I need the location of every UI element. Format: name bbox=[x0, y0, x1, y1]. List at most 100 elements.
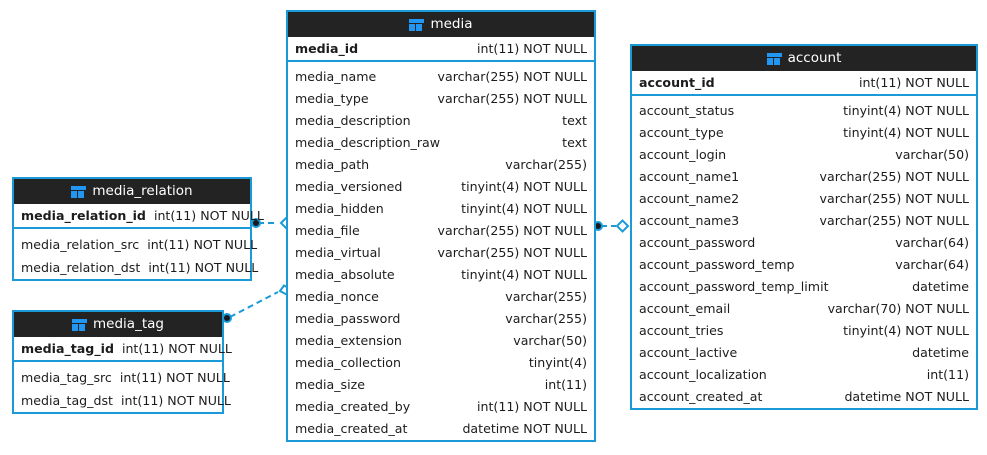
entity-header-media: media bbox=[288, 12, 594, 37]
primary-key-row: account_id int(11) NOT NULL bbox=[632, 71, 976, 94]
column-name: media_description_raw bbox=[295, 135, 441, 150]
column-type: tinyint(4) NOT NULL bbox=[843, 125, 969, 140]
pk-separator bbox=[632, 94, 976, 96]
column-name: media_created_by bbox=[295, 399, 411, 414]
column-name: account_created_at bbox=[639, 389, 763, 404]
column-type: varchar(255) NOT NULL bbox=[819, 191, 969, 206]
column-name: media_relation_id bbox=[21, 208, 146, 223]
column-name: account_login bbox=[639, 147, 727, 162]
column-name: media_extension bbox=[295, 333, 402, 348]
entity-header-account: account bbox=[632, 46, 976, 71]
column-type: varchar(64) bbox=[895, 235, 969, 250]
link-media_tag-media[interactable] bbox=[222, 284, 292, 323]
primary-key-row: media_tag_id int(11) NOT NULL bbox=[14, 337, 232, 360]
entity-header-media_tag: media_tag bbox=[14, 312, 222, 337]
column-type: int(11) NOT NULL bbox=[477, 399, 587, 414]
entity-title: media_relation bbox=[92, 183, 193, 199]
column-type: varchar(255) NOT NULL bbox=[437, 69, 587, 84]
column-type: int(11) NOT NULL bbox=[859, 75, 969, 90]
link-media-account[interactable] bbox=[593, 219, 630, 233]
column-type: varchar(255) bbox=[505, 311, 587, 326]
column-name: media_file bbox=[295, 223, 360, 238]
table-row: media_created_at datetime NOT NULL bbox=[288, 418, 594, 440]
column-type: varchar(70) NOT NULL bbox=[827, 301, 969, 316]
column-name: media_created_at bbox=[295, 421, 408, 436]
column-type: varchar(255) NOT NULL bbox=[819, 169, 969, 184]
pk-separator bbox=[14, 227, 250, 229]
table-row: media_path varchar(255) bbox=[288, 154, 594, 176]
table-row: account_type tinyint(4) NOT NULL bbox=[632, 122, 976, 144]
column-type: varchar(255) bbox=[505, 289, 587, 304]
table-row: media_file varchar(255) NOT NULL bbox=[288, 220, 594, 242]
column-type: tinyint(4) NOT NULL bbox=[843, 323, 969, 338]
column-name: media_tag_dst bbox=[21, 393, 113, 408]
column-name: account_email bbox=[639, 301, 731, 316]
entity-account[interactable]: account account_id int(11) NOT NULL acco… bbox=[630, 44, 978, 410]
table-row: media_relation_dst int(11) NOT NULL bbox=[14, 256, 258, 279]
column-name: media_tag_src bbox=[21, 370, 112, 385]
column-name: account_localization bbox=[639, 367, 767, 382]
open-diamond-marker bbox=[615, 219, 630, 233]
column-name: account_status bbox=[639, 103, 735, 118]
column-type: int(11) NOT NULL bbox=[153, 208, 264, 223]
table-row: media_description_raw text bbox=[288, 132, 594, 154]
primary-key-row: media_relation_id int(11) NOT NULL bbox=[14, 204, 264, 227]
column-name: account_lactive bbox=[639, 345, 738, 360]
table-row: account_status tinyint(4) NOT NULL bbox=[632, 100, 976, 122]
column-type: varchar(255) NOT NULL bbox=[437, 91, 587, 106]
column-list: account_status tinyint(4) NOT NULL accoun… bbox=[632, 100, 976, 408]
table-icon bbox=[409, 18, 425, 31]
column-name: account_id bbox=[639, 75, 715, 90]
column-name: account_password bbox=[639, 235, 756, 250]
column-type: int(11) NOT NULL bbox=[148, 260, 259, 275]
entity-media_tag[interactable]: media_tag media_tag_id int(11) NOT NULL … bbox=[12, 310, 232, 414]
column-type: int(11) bbox=[926, 367, 969, 382]
column-type: text bbox=[562, 135, 587, 150]
column-type: tinyint(4) NOT NULL bbox=[461, 267, 587, 282]
filled-circle-marker bbox=[222, 313, 232, 323]
table-row: media_password varchar(255) bbox=[288, 308, 594, 330]
pk-separator bbox=[288, 60, 594, 62]
column-type: varchar(255) NOT NULL bbox=[437, 223, 587, 238]
column-name: media_password bbox=[295, 311, 401, 326]
entity-media[interactable]: media media_id int(11) NOT NULL media_na… bbox=[286, 10, 596, 442]
entity-title: media_tag bbox=[93, 316, 164, 332]
link-line bbox=[229, 291, 279, 318]
column-name: media_hidden bbox=[295, 201, 384, 216]
primary-key-row: media_id int(11) NOT NULL bbox=[288, 37, 594, 60]
column-name: account_type bbox=[639, 125, 724, 140]
column-type: int(11) NOT NULL bbox=[121, 341, 232, 356]
column-type: tinyint(4) NOT NULL bbox=[461, 201, 587, 216]
column-type: tinyint(4) NOT NULL bbox=[843, 103, 969, 118]
column-name: media_path bbox=[295, 157, 370, 172]
column-name: media_description bbox=[295, 113, 411, 128]
column-name: media_size bbox=[295, 377, 365, 392]
column-name: account_name2 bbox=[639, 191, 740, 206]
column-name: media_virtual bbox=[295, 245, 381, 260]
column-type: datetime NOT NULL bbox=[462, 421, 587, 436]
table-row: media_absolute tinyint(4) NOT NULL bbox=[288, 264, 594, 286]
column-type: varchar(255) bbox=[505, 157, 587, 172]
table-row: account_email varchar(70) NOT NULL bbox=[632, 298, 976, 320]
column-name: account_name3 bbox=[639, 213, 740, 228]
column-name: media_absolute bbox=[295, 267, 395, 282]
entity-title: media bbox=[430, 16, 473, 32]
column-name: media_relation_dst bbox=[21, 260, 141, 275]
table-row: account_password varchar(64) bbox=[632, 232, 976, 254]
entity-media_relation[interactable]: media_relation media_relation_id int(11)… bbox=[12, 177, 264, 281]
